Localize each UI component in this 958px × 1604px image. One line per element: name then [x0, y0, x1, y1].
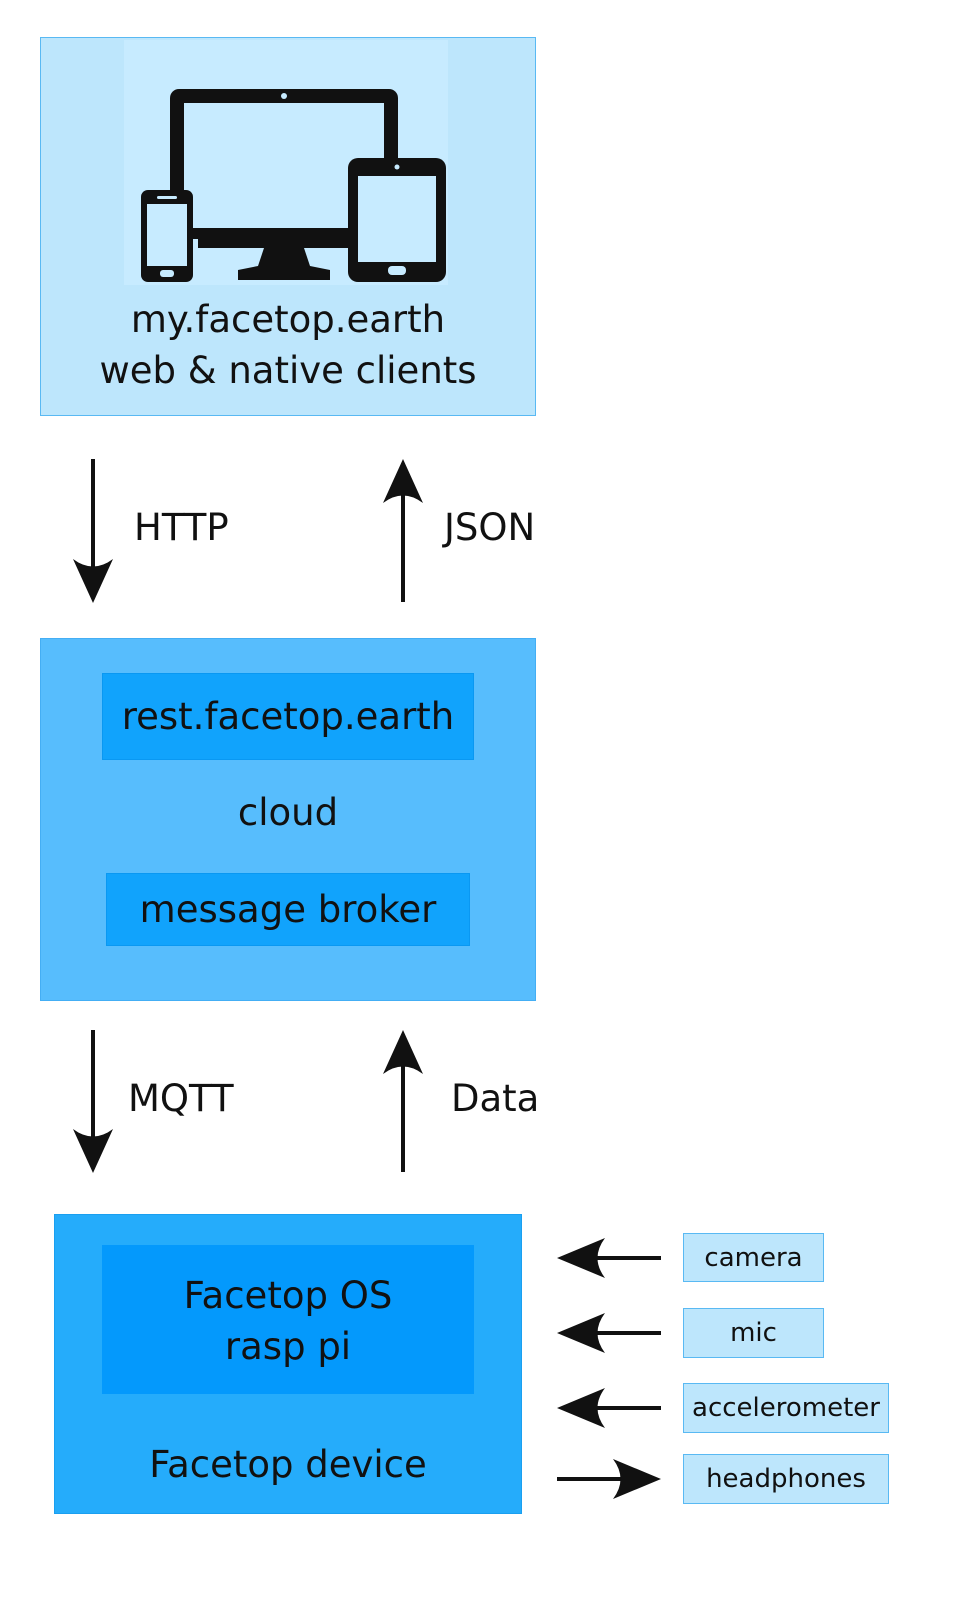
os-box: [102, 1245, 474, 1394]
headphones-label: headphones: [706, 1464, 866, 1494]
headphones-box: headphones: [683, 1454, 889, 1504]
json-arrow: [383, 459, 423, 602]
os-subtitle: rasp pi: [224, 1325, 352, 1368]
device-label: Facetop device: [149, 1443, 427, 1486]
camera-label: camera: [704, 1242, 803, 1273]
http-label: HTTP: [134, 506, 229, 549]
devices-illustration: [124, 40, 448, 285]
clients-subtitle: web & native clients: [99, 349, 477, 392]
os-title: Facetop OS: [183, 1274, 393, 1317]
mic-box: mic: [683, 1308, 824, 1358]
json-label: JSON: [444, 506, 536, 549]
http-arrow: [73, 459, 113, 603]
rest-service-box: rest.facetop.earth: [102, 673, 474, 760]
data-arrow: [383, 1030, 423, 1172]
headphones-arrow: [557, 1459, 661, 1499]
accelerometer-box: accelerometer: [683, 1383, 889, 1433]
devices-icon: [141, 89, 446, 282]
mic-label: mic: [730, 1318, 777, 1348]
mic-arrow: [557, 1313, 661, 1353]
message-broker-box: message broker: [106, 873, 470, 946]
cloud-label: cloud: [237, 791, 339, 834]
accelerometer-label: accelerometer: [692, 1393, 880, 1423]
data-label: Data: [451, 1077, 540, 1120]
camera-arrow: [557, 1238, 661, 1278]
mqtt-arrow: [73, 1030, 113, 1173]
message-broker-label: message broker: [139, 888, 437, 931]
clients-title: my.facetop.earth: [130, 298, 446, 341]
mqtt-label: MQTT: [128, 1077, 234, 1120]
rest-service-label: rest.facetop.earth: [121, 695, 455, 738]
accelerometer-arrow: [557, 1388, 661, 1428]
camera-box: camera: [683, 1233, 824, 1282]
